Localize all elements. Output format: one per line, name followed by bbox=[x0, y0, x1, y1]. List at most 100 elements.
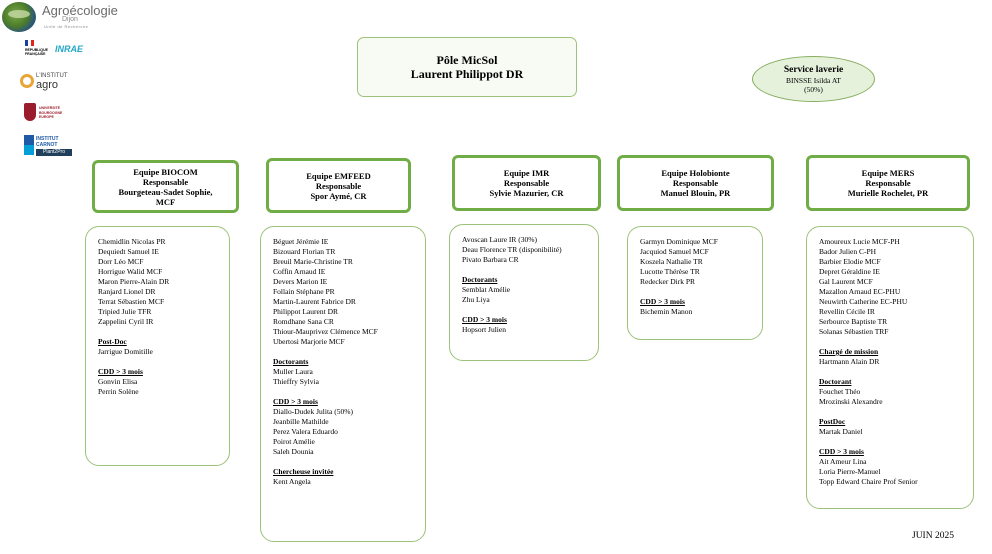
member-item: Thieffry Sylvia bbox=[273, 377, 319, 386]
member-item: Amoureux Lucie MCF-PH bbox=[819, 237, 900, 246]
member-item: Topp Edward Chaire Prof Senior bbox=[819, 477, 918, 486]
member-item: Dorr Léo MCF bbox=[98, 257, 144, 266]
section-title: Doctorants bbox=[462, 275, 498, 284]
member-item: Mazallon Arnaud EC-PHU bbox=[819, 287, 901, 296]
carnot-badge: Plant2Pro bbox=[36, 149, 72, 156]
member-item: Poirot Amélie bbox=[273, 437, 315, 446]
member-item: Béguet Jérémie IE bbox=[273, 237, 329, 246]
responsable-label: Responsable bbox=[503, 178, 550, 188]
member-item: Bador Julien C-PH bbox=[819, 247, 877, 256]
member-item: Perez Valera Eduardo bbox=[273, 427, 338, 436]
member-item: Depret Géraldine IE bbox=[819, 267, 880, 276]
republique-label: RÉPUBLIQUE FRANÇAISE bbox=[25, 48, 48, 56]
universite-label: UNIVERSITÉ BOURGOGNE EUROPE bbox=[39, 106, 63, 119]
member-item: Hartmann Alain DR bbox=[819, 357, 880, 366]
team-name: Equipe EMFEED bbox=[306, 170, 371, 181]
member-item: Barbier Elodie MCF bbox=[819, 257, 881, 266]
member-item: Martin-Laurent Fabrice DR bbox=[273, 297, 356, 306]
agroecologie-logo: Agroécologie Dijon Unité de Recherche bbox=[2, 2, 132, 32]
carnot-mark-icon bbox=[24, 135, 34, 155]
team-name: Equipe IMR bbox=[503, 168, 550, 178]
team-list-imr: Avoscan Laure IR (30%)Deau Florence TR (… bbox=[449, 224, 599, 361]
section-title: CDD > 3 mois bbox=[462, 315, 507, 324]
responsable-label: Responsable bbox=[672, 178, 719, 188]
member-item: Revellin Cécile IR bbox=[819, 307, 875, 316]
member-item: Coffin Arnaud IE bbox=[273, 267, 326, 276]
member-item: Garmyn Dominique MCF bbox=[640, 237, 718, 246]
member-item: Diallo-Dudek Julita (50%) bbox=[273, 407, 353, 416]
responsable-label: Responsable bbox=[315, 180, 362, 191]
logo-unit: Unité de Recherche bbox=[44, 24, 89, 29]
member-item: Pivato Barbara CR bbox=[462, 255, 519, 264]
team-name: Equipe Holobionte bbox=[661, 168, 730, 178]
pole-title: Pôle MicSol bbox=[436, 53, 498, 67]
ring-icon bbox=[20, 74, 34, 88]
member-item: Lucotte Thérèse TR bbox=[640, 267, 700, 276]
section-title: Doctorants bbox=[273, 357, 309, 366]
team-lead: Manuel Blouin, PR bbox=[660, 188, 731, 198]
member-item: Muller Laura bbox=[273, 367, 313, 376]
member-item: Ait Ameur Lina bbox=[819, 457, 867, 466]
member-item: Ubertosi Marjorie MCF bbox=[273, 337, 345, 346]
member-item: Maron Pierre-Alain DR bbox=[98, 277, 170, 286]
section-title: PostDoc bbox=[819, 417, 846, 426]
team-lead: Murielle Rochelet, PR bbox=[847, 188, 929, 198]
member-item: Perrin Solène bbox=[98, 387, 139, 396]
member-item: Ranjard Lionel DR bbox=[98, 287, 156, 296]
member-item: Chemidlin Nicolas PR bbox=[98, 237, 166, 246]
member-item: Romdhane Sana CR bbox=[273, 317, 334, 326]
team-lead: Sylvie Mazurier, CR bbox=[489, 188, 564, 198]
section-title: CDD > 3 mois bbox=[273, 397, 318, 406]
section-title: CDD > 3 mois bbox=[98, 367, 143, 376]
member-item: Jacquiod Samuel MCF bbox=[640, 247, 709, 256]
carnot-logo: INSTITUT CARNOT Plant2Pro bbox=[24, 135, 74, 157]
member-item: Horrigue Walid MCF bbox=[98, 267, 163, 276]
member-item: Follain Stéphane PR bbox=[273, 287, 335, 296]
laverie-share: (50%) bbox=[804, 84, 823, 94]
member-item: Serbource Baptiste TR bbox=[819, 317, 888, 326]
laverie-ellipse: Service laverie BINSSE Isilda AT (50%) bbox=[752, 56, 875, 102]
member-item: Hopsort Julien bbox=[462, 325, 506, 334]
section-title: Post-Doc bbox=[98, 337, 127, 346]
member-item: Tripied Julie TFR bbox=[98, 307, 152, 316]
member-item: Avoscan Laure IR (30%) bbox=[462, 235, 538, 244]
member-item: Saleh Dounia bbox=[273, 447, 314, 456]
logo-city: Dijon bbox=[62, 16, 78, 23]
member-item: Dequiedt Samuel IE bbox=[98, 247, 159, 256]
member-item: Jeanbille Mathilde bbox=[273, 417, 329, 426]
crest-icon bbox=[24, 103, 36, 121]
member-item: Jarrigue Domitille bbox=[98, 347, 153, 356]
member-item: Solanas Sébastien TRF bbox=[819, 327, 889, 336]
team-name: Equipe BIOCOM bbox=[133, 166, 198, 177]
agro-label: agro bbox=[36, 79, 59, 91]
member-item: Thiour-Mauprivez Clémence MCF bbox=[273, 327, 378, 336]
member-item: Gal Laurent MCF bbox=[819, 277, 873, 286]
flag-icon bbox=[25, 40, 34, 46]
member-item: Kent Angela bbox=[273, 477, 311, 486]
logo-name: Agroécologie bbox=[42, 3, 118, 18]
member-item: Gonvin Elisa bbox=[98, 377, 138, 386]
member-item: Bizouard Florian TR bbox=[273, 247, 336, 256]
member-item: Zappelini Cyril IR bbox=[98, 317, 154, 326]
member-item: Fouchet Théo bbox=[819, 387, 861, 396]
carnot-label-1: INSTITUT bbox=[36, 136, 59, 142]
member-item: Deau Florence TR (disponibilité) bbox=[462, 245, 562, 254]
pole-box: Pôle MicSol Laurent Philippot DR bbox=[357, 37, 577, 97]
member-item: Devers Marion IE bbox=[273, 277, 328, 286]
institut-agro-logo: L'INSTITUT agro bbox=[20, 72, 80, 96]
member-item: Bichemin Manon bbox=[640, 307, 693, 316]
responsable-label: Responsable bbox=[865, 178, 911, 188]
team-lead: Bourgeteau-Sadet Sophie, bbox=[118, 186, 213, 197]
member-item: Zhu Liya bbox=[462, 295, 490, 304]
member-item: Koszela Nathalie TR bbox=[640, 257, 703, 266]
institut-label: L'INSTITUT bbox=[36, 73, 68, 79]
member-item: Philippot Laurent DR bbox=[273, 307, 338, 316]
